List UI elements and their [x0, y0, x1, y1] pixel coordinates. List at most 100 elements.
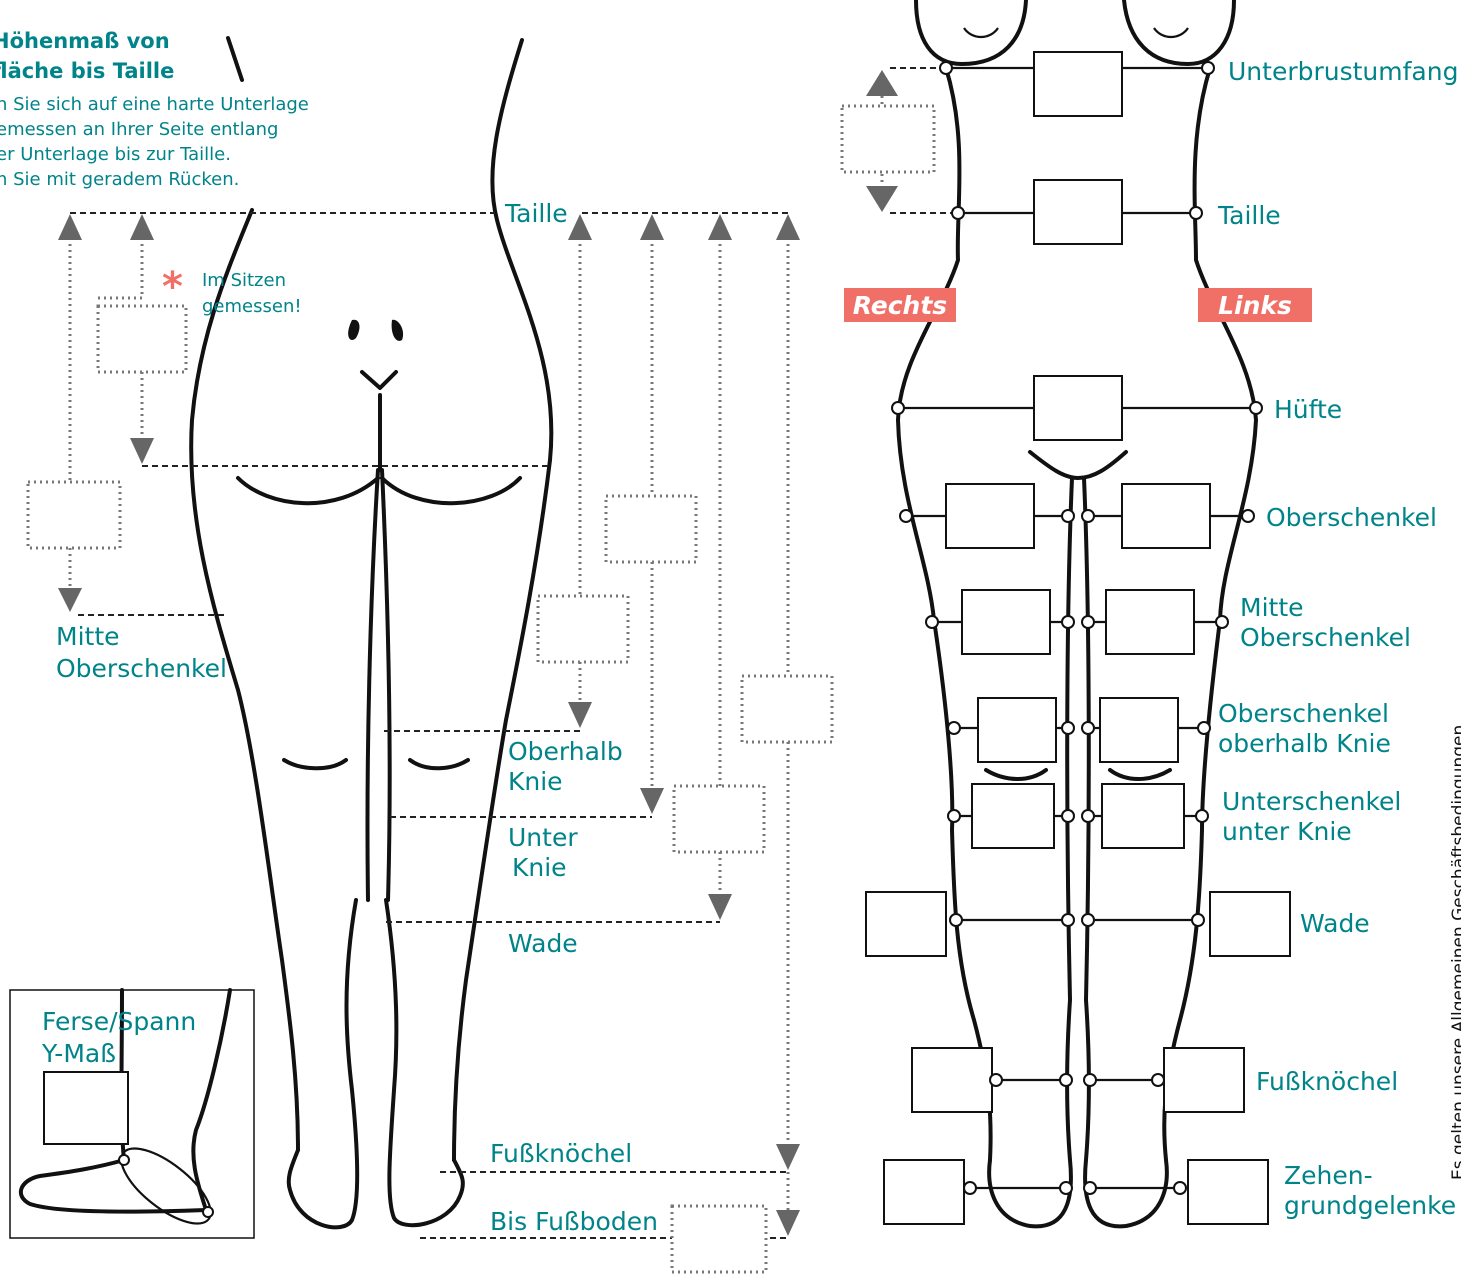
wade-left-input[interactable] — [1210, 892, 1290, 956]
measure-point-icon — [964, 1182, 976, 1194]
front-label-unterbrust: Unterbrustumfang — [1228, 57, 1458, 86]
unter-knie-height-input[interactable] — [606, 496, 696, 562]
back-right-foot — [386, 900, 463, 1225]
measure-point-icon — [119, 1155, 129, 1165]
mitte-oberschenkel-left-input[interactable] — [1106, 590, 1194, 654]
measure-point-icon — [1242, 510, 1254, 522]
front-label-ob-knie-line2: oberhalb Knie — [1218, 729, 1391, 758]
measure-point-icon — [1062, 914, 1074, 926]
oberhalb-knie-right-input[interactable] — [978, 698, 1056, 762]
unterbrust-taille-height-input[interactable] — [842, 106, 934, 172]
arrow-down-icon — [568, 702, 592, 728]
arrow-up-icon — [568, 214, 592, 240]
ferse-spann-input[interactable] — [44, 1072, 128, 1144]
measure-point-icon — [1192, 914, 1204, 926]
arrow-down-icon — [58, 588, 82, 612]
arrow-up-icon — [866, 70, 898, 96]
back-buttock-left — [238, 478, 378, 503]
measure-point-icon — [1060, 1182, 1072, 1194]
front-knee-left — [1110, 770, 1170, 779]
fussknoechel-right-input[interactable] — [912, 1048, 992, 1112]
foot-label-line1: Ferse/Spann — [42, 1007, 196, 1036]
back-label-unter-line2: Knie — [512, 853, 567, 882]
back-label-unter-line1: Unter — [508, 823, 578, 852]
oberhalb-knie-left-input[interactable] — [1100, 698, 1178, 762]
measure-point-icon — [203, 1207, 213, 1217]
back-label-mitte-line2: Oberschenkel — [56, 654, 227, 683]
unter-knie-right-input[interactable] — [972, 784, 1054, 848]
measure-point-icon — [1250, 402, 1262, 414]
mitte-oberschenkel-right-input[interactable] — [962, 590, 1050, 654]
zehen-left-input[interactable] — [1188, 1160, 1268, 1224]
front-groin — [1030, 452, 1126, 478]
back-inner-leg-right — [382, 470, 390, 900]
back-inner-leg-left — [367, 470, 378, 900]
intro-text-line2: emessen an Ihrer Seite entlang — [0, 119, 278, 140]
measure-point-icon — [1084, 1182, 1096, 1194]
back-label-mitte-line1: Mitte — [56, 622, 120, 651]
fussknoechel-left-input[interactable] — [1164, 1048, 1244, 1112]
oberhalb-knie-height-input[interactable] — [538, 596, 628, 662]
arrow-down-icon — [640, 788, 664, 814]
back-knee-left — [284, 760, 346, 768]
front-breast-right — [916, 0, 1026, 64]
measure-point-icon — [1196, 810, 1208, 822]
back-label-fussboden: Bis Fußboden — [490, 1207, 658, 1236]
measure-point-icon — [952, 207, 964, 219]
fussboden-height-input[interactable] — [672, 1206, 766, 1272]
arrow-up-icon — [776, 214, 800, 240]
badge-left-label: Links — [1218, 291, 1292, 320]
arrow-up-icon — [640, 214, 664, 240]
back-label-oberhalb-line1: Oberhalb — [508, 737, 623, 766]
wade-height-input[interactable] — [674, 786, 764, 852]
front-label-mitte-line1: Mitte — [1240, 593, 1304, 622]
unterbrust-input[interactable] — [1034, 52, 1122, 116]
fussknoechel-height-input[interactable] — [742, 676, 832, 742]
side-badges: Rechts Links — [844, 288, 1312, 322]
back-cleft-top — [362, 372, 396, 388]
oberschenkel-left-input[interactable] — [1122, 484, 1210, 548]
front-label-taille: Taille — [1217, 201, 1281, 230]
oberschenkel-right-input[interactable] — [946, 484, 1034, 548]
arrow-down-icon — [776, 1210, 800, 1236]
badge-right-label: Rechts — [853, 291, 947, 320]
measure-point-icon — [1062, 616, 1074, 628]
intro-text-line3: er Unterlage bis zur Taille. — [0, 144, 231, 165]
mitte-oberschenkel-height-input[interactable] — [28, 482, 120, 548]
measure-point-icon — [1062, 810, 1074, 822]
arrow-up-icon — [130, 214, 154, 240]
taille-input[interactable] — [1034, 180, 1122, 244]
measure-point-icon — [926, 616, 938, 628]
measure-point-icon — [1190, 207, 1202, 219]
measure-point-icon — [900, 510, 912, 522]
intro-title-line2: fläche bis Taille — [0, 59, 174, 83]
front-nipple-left — [1154, 28, 1188, 37]
asterisk-icon: * — [162, 264, 183, 310]
dot-path-b1 — [98, 238, 142, 298]
front-label-mitte-line2: Oberschenkel — [1240, 623, 1411, 652]
front-breast-left — [1124, 0, 1234, 64]
measure-point-icon — [1198, 722, 1210, 734]
measure-point-icon — [1082, 914, 1094, 926]
seat-height-input[interactable] — [98, 306, 186, 372]
zehen-right-input[interactable] — [884, 1160, 964, 1224]
measure-point-icon — [1082, 616, 1094, 628]
unter-knie-left-input[interactable] — [1102, 784, 1184, 848]
huefte-input[interactable] — [1034, 376, 1122, 440]
front-right-foot — [989, 1000, 1071, 1226]
back-label-fussknoechel: Fußknöchel — [490, 1139, 632, 1168]
front-label-unter-knie-line2: unter Knie — [1222, 817, 1352, 846]
front-label-oberschenkel: Oberschenkel — [1266, 503, 1437, 532]
measure-point-icon — [950, 914, 962, 926]
sitting-note-line2: gemessen! — [202, 296, 302, 317]
front-label-zehen-line1: Zehen- — [1284, 1161, 1373, 1190]
front-knee-right — [986, 770, 1046, 779]
front-label-zehen-line2: grundgelenke — [1284, 1191, 1456, 1220]
sitting-note-line1: Im Sitzen — [202, 270, 286, 291]
intro-divider — [228, 38, 242, 80]
front-nipple-right — [964, 28, 998, 37]
back-buttock-right — [382, 478, 520, 503]
arrow-down-icon — [130, 438, 154, 464]
wade-right-input[interactable] — [866, 892, 946, 956]
